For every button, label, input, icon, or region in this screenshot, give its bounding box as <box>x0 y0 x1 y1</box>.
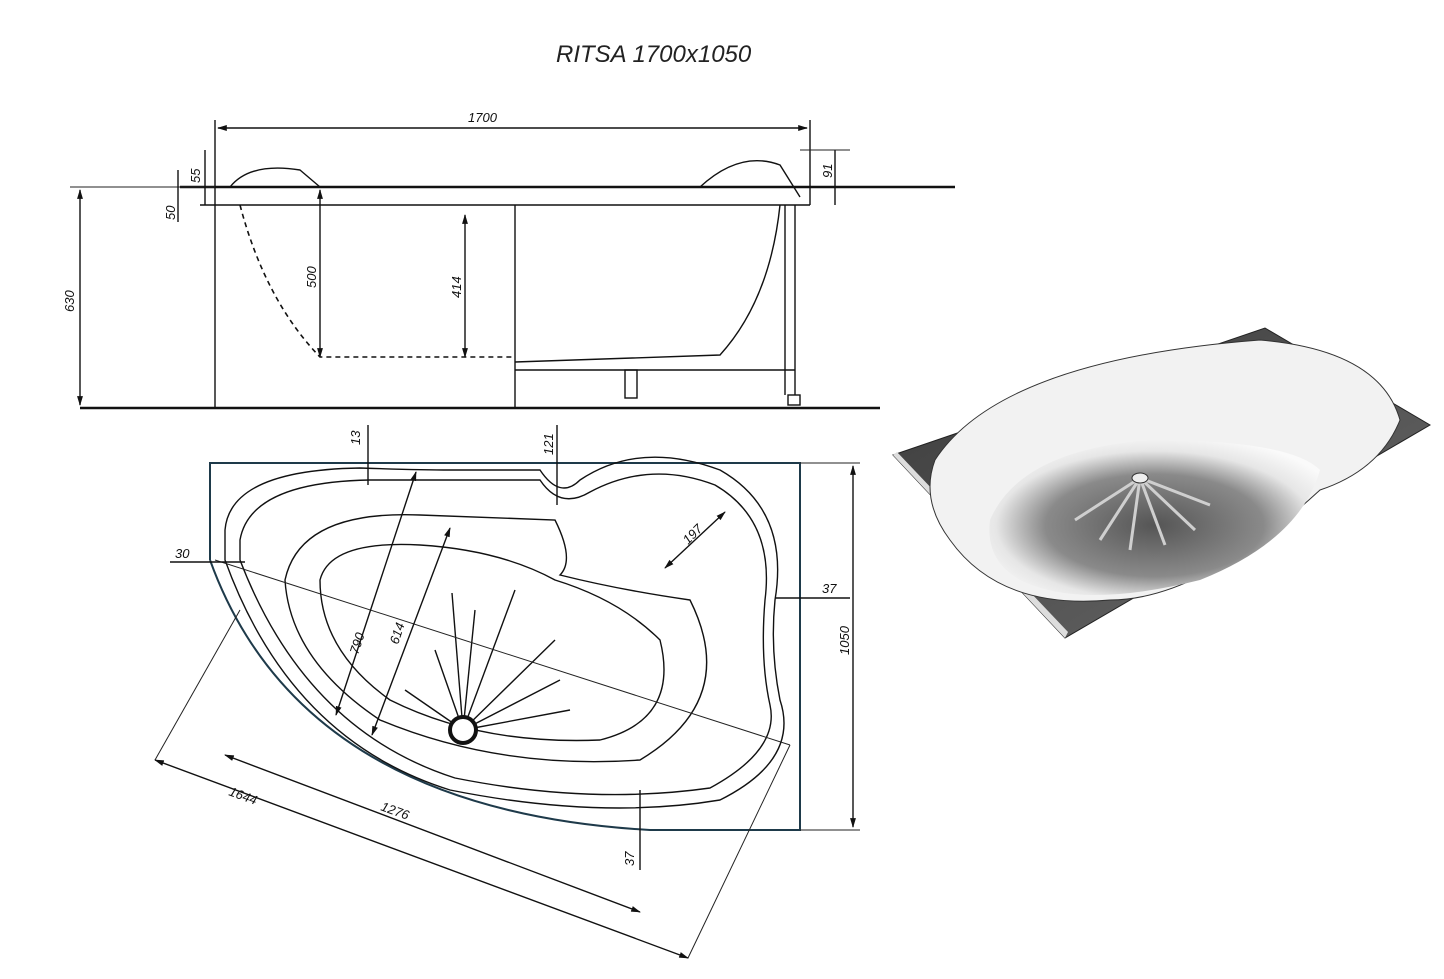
dim-30: 30 <box>175 546 190 561</box>
dim-500: 500 <box>304 266 319 288</box>
dim-50: 50 <box>163 205 178 220</box>
bathtub-3d-render <box>892 327 1431 639</box>
dim-13: 13 <box>348 430 363 445</box>
plan-view: 13 121 30 197 37 1050 790 614 1644 1276 … <box>154 425 860 959</box>
dim-197: 197 <box>680 521 706 547</box>
drain-icon <box>448 715 478 745</box>
dim-1700: 1700 <box>468 110 498 125</box>
side-view: 1700 55 50 91 630 500 414 <box>62 110 955 410</box>
dim-1644: 1644 <box>227 784 259 808</box>
dim-630: 630 <box>62 290 77 312</box>
drain-ribs <box>404 589 571 731</box>
dim-121: 121 <box>541 433 556 455</box>
dim-37-right: 37 <box>822 581 837 596</box>
drawing-title: RITSA 1700x1050 <box>556 41 752 68</box>
dim-790: 790 <box>347 630 368 656</box>
dim-37-bottom: 37 <box>622 851 637 866</box>
dim-414: 414 <box>449 276 464 298</box>
dim-55: 55 <box>188 168 203 183</box>
dim-1050: 1050 <box>837 625 852 655</box>
dim-91: 91 <box>820 164 835 178</box>
dim-614: 614 <box>387 621 408 646</box>
